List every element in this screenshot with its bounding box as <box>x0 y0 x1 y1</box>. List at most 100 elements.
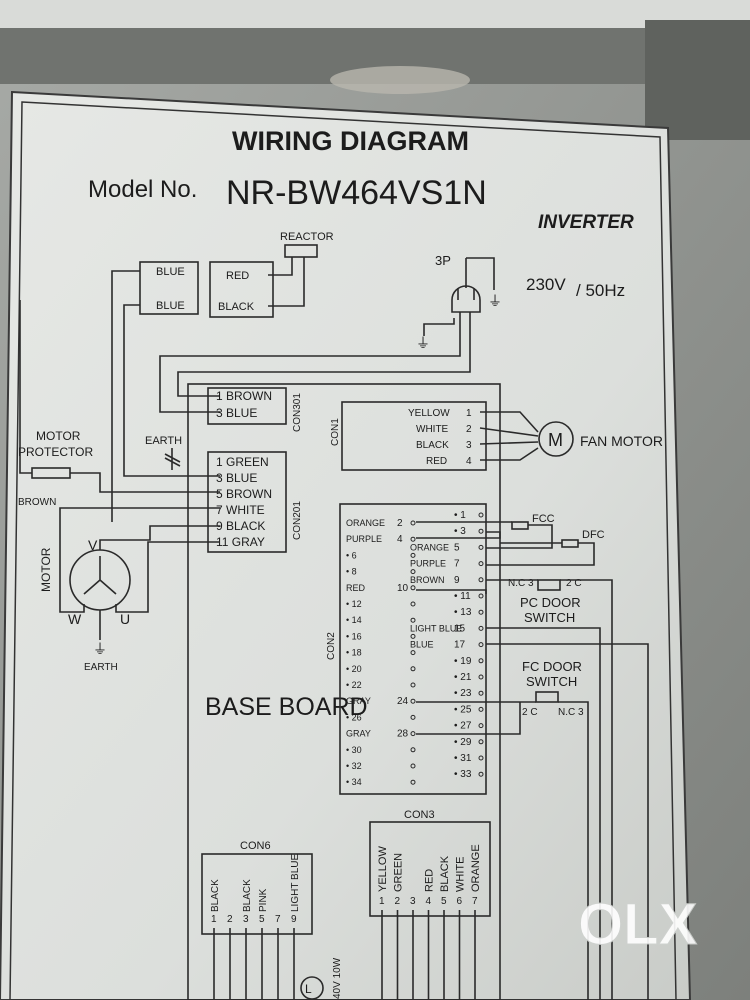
con2-right-pin: • 29 <box>454 737 472 748</box>
label-sticker <box>0 90 692 1000</box>
con2-left-label: • 32 <box>346 761 362 771</box>
blue-terminal-block <box>139 261 199 315</box>
con2-right-pin: • 3 <box>454 526 466 537</box>
con201-block <box>207 451 287 553</box>
chassis-earth-symbol: ⏚ <box>416 335 430 351</box>
con2-left-label: • 26 <box>346 712 362 722</box>
con2-left-terminal <box>410 617 416 623</box>
con2-right-label: BLUE <box>410 640 434 650</box>
con2-right-terminal <box>478 577 484 583</box>
con301-block <box>207 387 287 425</box>
con6-wire-color: BLACK <box>242 879 253 912</box>
con2-right-terminal <box>478 625 484 631</box>
con1-color-yellow: YELLOW <box>408 408 450 419</box>
con2-right-pin: • 19 <box>454 656 472 667</box>
con2-left-terminal <box>410 682 416 688</box>
con6-pin: 5 <box>259 914 265 925</box>
base-board-outline <box>187 383 501 1000</box>
voltage: 230V <box>526 275 566 294</box>
fc-switch-line-2: SWITCH <box>526 674 577 689</box>
con2-left-label: • 30 <box>346 745 362 755</box>
corner-bracket <box>645 20 750 140</box>
con6-block <box>201 853 313 935</box>
con3-pin: 5 <box>441 896 447 907</box>
earth-label: EARTH <box>145 435 182 447</box>
con3-wire-color: WHITE <box>455 857 467 892</box>
motor-terminal-v: V <box>88 537 98 553</box>
base-board-label: BASE BOARD <box>205 693 368 721</box>
con201-pin-11: 11 GRAY <box>216 535 265 549</box>
con2-left-pin: 28 <box>397 729 409 740</box>
con1-color-red: RED <box>426 456 447 467</box>
con1-block <box>341 401 487 471</box>
pc-switch-line-1: PC DOOR <box>520 595 581 610</box>
con2-right-label: PURPLE <box>410 559 446 569</box>
con3-pin: 1 <box>379 896 385 907</box>
con2-right-terminal <box>478 739 484 745</box>
fan-motor-label: FAN MOTOR <box>580 433 663 449</box>
fc-switch-symbol <box>535 691 559 703</box>
pc-switch-symbol <box>537 579 561 591</box>
con2-right-terminal <box>478 528 484 534</box>
diagram-title: WIRING DIAGRAM <box>232 126 469 156</box>
con2-left-label: • 16 <box>346 631 362 641</box>
fc-switch-wires <box>416 589 649 1000</box>
con2-right-terminal <box>478 658 484 664</box>
motor-terminal-w: W <box>68 611 82 627</box>
con2-right-terminal <box>478 771 484 777</box>
con2-left-label: • 14 <box>346 615 362 625</box>
con2-right-terminal <box>478 706 484 712</box>
con3-wire-color: RED <box>424 869 436 892</box>
con6-wire-color: LIGHT BLUE <box>290 854 301 912</box>
con301-pin-1: 1 BROWN <box>216 389 272 403</box>
con3-wire-color: BLACK <box>439 855 451 892</box>
reactor-terminal-black: BLACK <box>218 301 255 313</box>
con2-left-terminal <box>410 779 416 785</box>
plug-symbol <box>451 285 481 313</box>
earth-symbol <box>164 448 181 470</box>
con2-left-terminal <box>410 633 416 639</box>
con2-left-terminal <box>410 569 416 575</box>
plug-label: 3P <box>435 253 451 268</box>
fc-switch-line-1: FC DOOR <box>522 659 582 674</box>
con2-right-terminal <box>478 561 484 567</box>
con3-wire-color: GREEN <box>393 853 405 892</box>
con1-pin-2: 2 <box>466 424 472 435</box>
con6-wire-color: BLACK <box>210 879 221 912</box>
con2-left-terminal <box>410 650 416 656</box>
con2-right-pin: • 27 <box>454 721 472 732</box>
motor-label: MOTOR <box>39 547 53 592</box>
plug-earth-symbol: ⏚ <box>488 293 502 309</box>
con201-pin-3: 3 BLUE <box>216 471 257 485</box>
olx-logo: OLX <box>578 892 698 957</box>
motor-windings <box>83 556 117 595</box>
con201-name: CON201 <box>292 501 303 540</box>
con2-right-pin: 15 <box>454 623 466 634</box>
con2-right-pin: • 31 <box>454 753 472 764</box>
pc-switch-c: 2 C <box>566 578 582 589</box>
plug-pins <box>457 258 475 300</box>
motor-protector-wire: BROWN <box>18 497 56 508</box>
con2-left-terminal <box>410 731 416 737</box>
frequency: / 50Hz <box>576 281 625 300</box>
con2-left-label: ORANGE <box>346 518 385 528</box>
con301-name: CON301 <box>292 393 303 432</box>
con2-right-label: LIGHT BLUE <box>410 623 462 633</box>
con2-block <box>339 503 487 795</box>
con2-left-terminal <box>410 536 416 542</box>
con2-right-pin: 9 <box>454 575 460 586</box>
con3-pin: 6 <box>457 896 463 907</box>
con3-pin: 3 <box>410 896 416 907</box>
con3-name: CON3 <box>404 809 435 821</box>
con3-pin: 4 <box>426 896 432 907</box>
motor-wires <box>59 507 220 640</box>
con2-left-terminal <box>410 747 416 753</box>
con201-pin-9: 9 BLACK <box>216 519 265 533</box>
con3-wire-color: YELLOW <box>377 846 389 892</box>
con1-color-black: BLACK <box>416 440 449 451</box>
fcc-label: FCC <box>532 513 555 525</box>
